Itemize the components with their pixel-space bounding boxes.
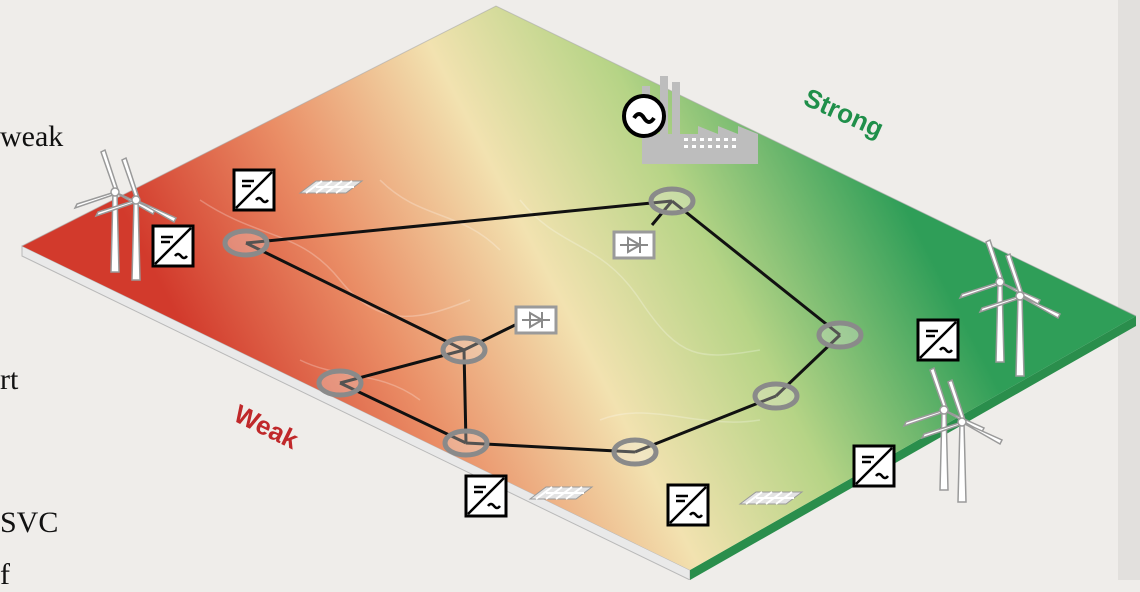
left-text-rt: rt <box>0 363 19 396</box>
buses <box>222 186 864 467</box>
grid-plate <box>22 6 1136 570</box>
zone-label-strong: Strong <box>800 82 889 143</box>
bus-node <box>752 381 800 411</box>
bus-node <box>816 320 864 350</box>
left-text-weak: weak <box>0 120 64 153</box>
bus-node <box>222 228 270 258</box>
bus-node <box>316 368 364 398</box>
left-text-svc: SVC <box>0 506 59 539</box>
right-side-panel <box>1118 0 1140 580</box>
grid-strength-diagram: Strong Weak <box>21 5 1137 580</box>
synchronous-generator-factory-icon <box>622 76 758 164</box>
hvdc-diode-icon <box>514 305 558 335</box>
inverter-icon <box>151 224 195 268</box>
region-borders <box>199 179 761 423</box>
inverter-icon <box>666 483 710 527</box>
inverter-icon <box>232 168 276 212</box>
hvdc-diode-icon <box>612 230 656 260</box>
inverter-icon <box>916 318 960 362</box>
bus-node <box>648 186 696 216</box>
inverter-icon <box>464 474 508 518</box>
zone-label-weak: Weak <box>229 398 303 455</box>
plate-edge-strong <box>690 316 1136 580</box>
inverter-icon <box>852 444 896 488</box>
bus-node <box>440 335 488 365</box>
bus-node <box>611 437 659 467</box>
bus-node <box>442 428 490 458</box>
left-text-f: f <box>0 558 10 591</box>
